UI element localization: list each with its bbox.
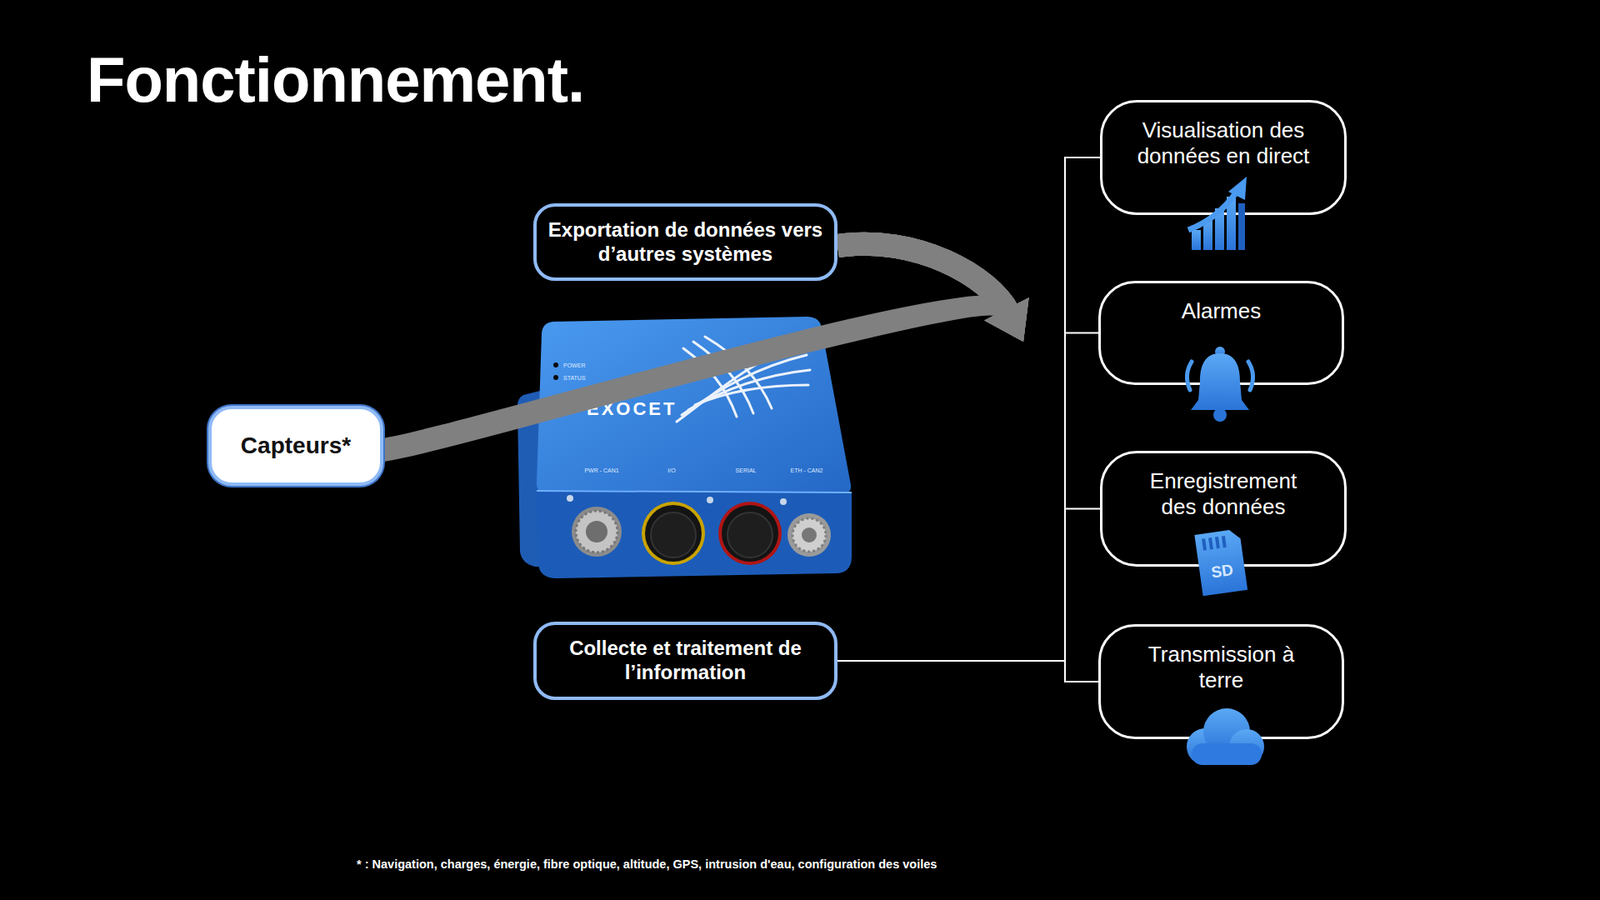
led-label: STATUS (563, 375, 586, 381)
sensor-box: Capteurs* (208, 405, 384, 486)
bracket-line (1065, 341, 1100, 510)
node-text: Capteurs* (240, 432, 351, 460)
flow-arrow (837, 244, 1099, 342)
sd-contact (1215, 536, 1220, 549)
bell-body (1190, 353, 1250, 410)
sd-contact (1221, 535, 1227, 548)
screw (566, 495, 574, 502)
sd-card-body (1194, 528, 1248, 596)
cloud-icon (1186, 708, 1265, 765)
bell-icon (1186, 346, 1253, 422)
chart-bar (1238, 203, 1245, 250)
controller-illustration: POWER STATUS EXOCET PWR - CAN1 I/O SERIA… (517, 316, 852, 579)
bracket-line (1065, 333, 1099, 343)
port-label: PWR - CAN1 (584, 467, 619, 474)
sd-label: SD (1210, 560, 1235, 581)
connector-cap-face (727, 512, 773, 558)
connector-ring (641, 501, 705, 565)
port-label: ETH - CAN2 (790, 467, 824, 474)
process-box: Collecte et traitement de l’information (533, 621, 838, 700)
screw (706, 496, 714, 504)
flow-arrow (383, 297, 1065, 661)
flow-arrow (837, 157, 1100, 342)
connector-core (801, 527, 817, 543)
output-box: Visualisation des données en direct (1100, 100, 1347, 215)
led-label: POWER (563, 362, 585, 369)
sd-contact (1201, 538, 1207, 550)
connector-cap (645, 505, 702, 562)
curved-arrow-body (837, 244, 1009, 313)
device-edge (536, 490, 852, 493)
swoosh-line (695, 385, 809, 405)
footnote: * : Navigation, charges, énergie, fibre … (356, 857, 937, 871)
sd-card-icon: SD (1194, 528, 1248, 596)
chart-bar (1191, 230, 1201, 250)
node-text: Alarmes (1181, 298, 1261, 325)
flow-arrow (837, 244, 1100, 510)
node-text: Exportation de données vers d’autres sys… (548, 218, 824, 267)
process-box: Exportation de données vers d’autres sys… (533, 203, 838, 281)
sd-contact (1208, 537, 1214, 550)
connector-knurl (792, 518, 826, 552)
arrow-head (984, 297, 1029, 342)
bell-wave (1186, 361, 1192, 390)
connector-cap-face (650, 512, 696, 558)
port-label: SERIAL (735, 467, 757, 474)
chart-arrow-head (1228, 176, 1247, 200)
bell-clapper (1213, 408, 1227, 422)
connector-knurl (575, 510, 618, 553)
led (553, 362, 559, 368)
curved-arrow-body (837, 244, 1009, 313)
bracket-line (533, 341, 1065, 661)
node-text: Collecte et traitement de l’information (548, 636, 824, 685)
bracket-line (1065, 157, 1100, 342)
cloud-base (1191, 743, 1262, 765)
device-front (536, 490, 852, 579)
connector-cap (721, 505, 779, 562)
led (553, 375, 559, 380)
slide-title: Fonctionnement. (86, 43, 585, 116)
chart-arrow (1188, 191, 1237, 230)
chart-icon (1188, 176, 1247, 250)
flow-arrow (837, 244, 1099, 682)
screw (780, 498, 787, 505)
connector-core (585, 520, 608, 543)
node-text: Transmission à terre (1146, 641, 1297, 694)
connector-ring (787, 513, 831, 557)
curved-arrow-body (837, 244, 1009, 313)
connector-ring (571, 506, 622, 557)
node-text: Visualisation des données en direct (1110, 117, 1336, 170)
bell-wave (1248, 361, 1254, 390)
node-text: Enregistrement des données (1131, 468, 1315, 520)
curved-arrow-body (837, 244, 1009, 313)
port-label: I/O (667, 467, 676, 474)
connector-ring (718, 501, 782, 565)
bracket-line (1065, 341, 1099, 682)
curved-arrow-body (383, 306, 1009, 450)
